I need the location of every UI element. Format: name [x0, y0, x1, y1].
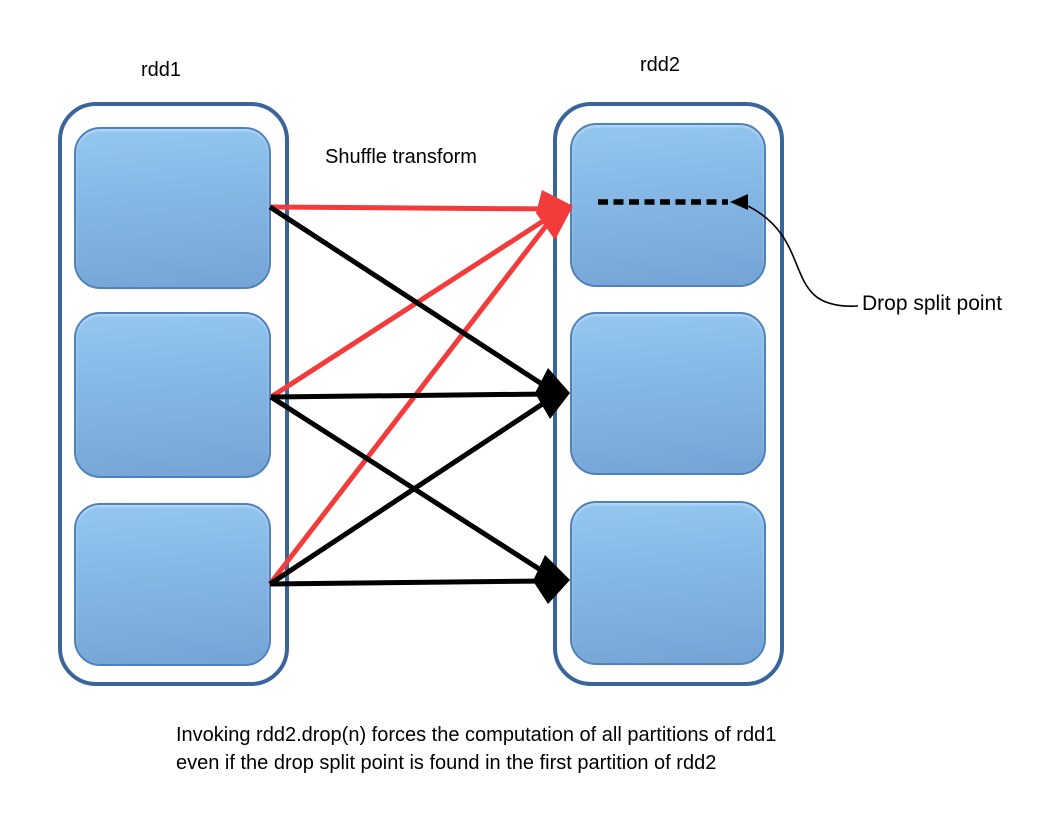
shuffle-arrow-rdd1-p2-to-rdd2-p1	[269, 213, 553, 400]
rdd1-title: rdd1	[141, 59, 182, 81]
shuffle-arrow-rdd1-p2-to-rdd2-p3	[269, 394, 549, 577]
caption-line-1: Invoking rdd2.drop(n) forces the computa…	[176, 724, 777, 746]
shuffle-transform-label: Shuffle transform	[325, 146, 477, 168]
shuffle-arrow-rdd1-p3-to-rdd2-p2	[268, 398, 549, 587]
rdd1-partition-1	[74, 127, 271, 289]
rdd1-partition-2	[74, 312, 271, 478]
rdd1-partition-3	[74, 503, 271, 666]
shuffle-arrow-rdd1-p2-to-rdd2-p2	[270, 391, 550, 400]
shuffle-arrow-lines	[268, 204, 554, 587]
rdd2-title: rdd2	[640, 54, 681, 76]
rdd2-partition-3	[570, 501, 766, 665]
shuffle-arrow-rdd1-p3-to-rdd2-p3	[269, 578, 548, 587]
drop-split-point-label: Drop split point	[862, 292, 1003, 315]
shuffle-arrow-rdd1-p1-to-rdd2-p1	[269, 204, 554, 212]
rdd2-partition-1	[570, 123, 766, 287]
shuffle-arrow-rdd1-p1-to-rdd2-p2	[268, 204, 550, 391]
caption: Invoking rdd2.drop(n) forces the computa…	[176, 721, 776, 777]
shuffle-arrow-rdd1-p3-to-rdd2-p1	[268, 220, 551, 586]
caption-line-2: even if the drop split point is found in…	[176, 752, 717, 774]
rdd2-partition-2	[570, 312, 766, 475]
